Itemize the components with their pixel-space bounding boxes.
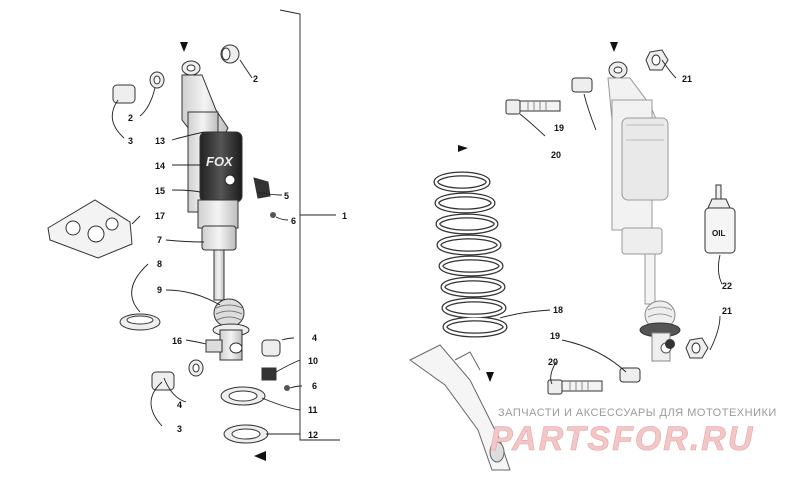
arrow-marker-bottom-left (254, 451, 266, 461)
label-8: 8 (157, 259, 162, 269)
label-21-lower: 21 (722, 306, 732, 316)
label-3-top: 3 (128, 136, 133, 146)
label-20-lower: 20 (548, 357, 558, 367)
label-19-lower: 19 (550, 331, 560, 341)
label-4-right: 4 (312, 333, 317, 343)
spacer-lower (151, 371, 175, 391)
label-5: 5 (284, 191, 289, 201)
bottom-out-cup (201, 225, 237, 251)
arrow-marker-spring (458, 145, 468, 152)
label-20-top: 20 (551, 150, 561, 160)
label-7: 7 (157, 235, 162, 245)
bolt-lower (547, 379, 603, 395)
label-18: 18 (553, 305, 563, 315)
watermark-brand: PARTSFOR.RU (490, 420, 754, 458)
label-11: 11 (308, 405, 318, 415)
frame-arm (409, 344, 511, 471)
right-reservoir (621, 117, 669, 201)
left-shock-assembly: FOX (47, 42, 290, 461)
mount-plate (205, 339, 223, 353)
label-22: 22 (722, 281, 732, 291)
right-shaft (644, 253, 656, 305)
label-6-lower: 6 (312, 381, 317, 391)
label-3-lower: 3 (177, 424, 182, 434)
right-adjuster (665, 339, 675, 349)
label-16: 16 (172, 336, 182, 346)
shock-shaft (213, 249, 225, 301)
label-13: 13 (155, 136, 165, 146)
adjuster-nut (261, 367, 277, 381)
assembly-bracket (279, 9, 340, 441)
label-14: 14 (155, 161, 165, 171)
coil-spring (433, 145, 508, 338)
shock-body-lower (197, 199, 239, 229)
label-4-lower: 4 (177, 400, 182, 410)
leader-lines (111, 59, 723, 435)
watermark-subtitle: ЗАПЧАСТИ И АКСЕССУАРЫ ДЛЯ МОТОТЕХНИКИ (498, 407, 777, 419)
label-10: 10 (308, 356, 318, 366)
part-labels: 2 2 3 13 14 15 5 6 1 17 7 8 9 16 4 10 6 … (128, 74, 732, 440)
spacer-top (112, 84, 136, 104)
arrow-marker-top-left (180, 42, 188, 52)
right-shock-assembly: OIL (505, 42, 736, 395)
screw-upper (270, 212, 276, 218)
label-1: 1 (342, 211, 347, 221)
adjuster-knob (253, 177, 271, 199)
label-9: 9 (157, 285, 162, 295)
spacer-right (261, 339, 281, 357)
bottle-label-text: OIL (712, 229, 725, 238)
label-12: 12 (308, 430, 318, 440)
label-21-top: 21 (682, 74, 692, 84)
label-17: 17 (155, 211, 165, 221)
shock-brand-text: FOX (206, 154, 234, 169)
label-6-upper: 6 (291, 216, 296, 226)
label-15: 15 (155, 186, 165, 196)
watermark: ЗАПЧАСТИ И АКСЕССУАРЫ ДЛЯ МОТОТЕХНИКИ PA… (490, 407, 777, 458)
oil-bottle: OIL (704, 184, 736, 254)
arrow-marker-top-right (610, 42, 618, 52)
label-19-top: 19 (554, 123, 564, 133)
bolt-top (505, 99, 561, 115)
screw-lower (284, 385, 290, 391)
label-2-top-right: 2 (253, 74, 258, 84)
spacer-19-lower (619, 367, 641, 383)
spacer-19-top (571, 77, 593, 93)
label-2-left: 2 (128, 113, 133, 123)
arrow-marker-frame (486, 372, 494, 382)
